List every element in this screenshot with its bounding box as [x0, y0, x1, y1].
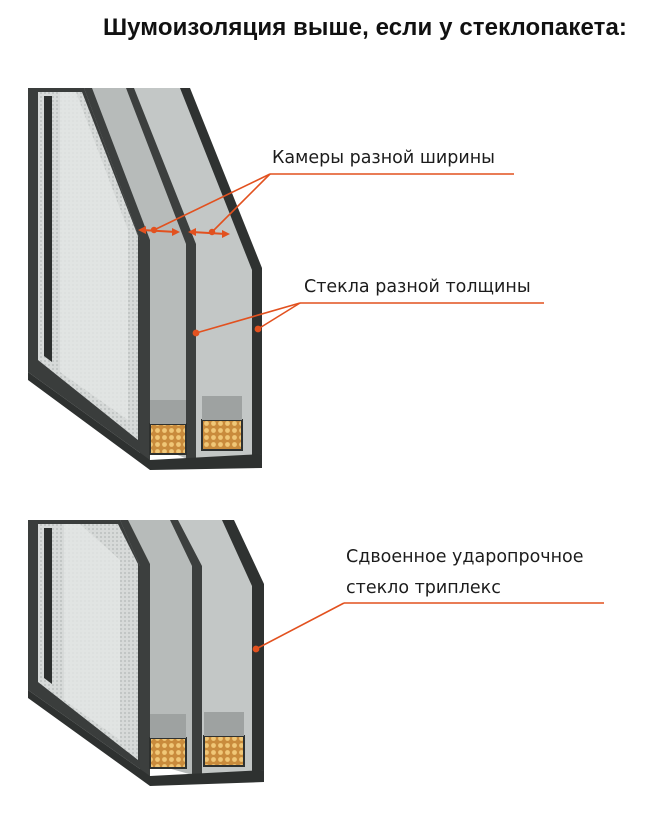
chamber-arrowhead-1b [172, 228, 180, 236]
bottom-frame-bottom [28, 690, 264, 786]
chamber-arrowhead-1a [138, 226, 146, 234]
top-frame-inner [44, 96, 52, 362]
top-window-section-icon [28, 88, 262, 470]
bottom-window-section-icon [28, 520, 264, 786]
top-pane-edge-1 [84, 88, 150, 460]
page-title: Шумоизоляция выше, если у стеклопакета: [102, 14, 627, 41]
callout-glass-pointer-2 [257, 302, 301, 330]
callout-chambers-pointer-1 [153, 173, 271, 231]
bottom-pane-edge-1 [120, 520, 150, 776]
callout-glass-leader [192, 302, 544, 337]
bottom-spacer-1 [149, 737, 187, 769]
top-pane-edge-3 [180, 88, 262, 456]
callout-triplex-dot [252, 645, 260, 653]
bottom-spacer-cap-1 [150, 714, 186, 738]
bottom-pane-edge-2 [170, 520, 202, 776]
top-spacer-cap-1 [150, 400, 186, 424]
top-glass-reflection [60, 92, 128, 420]
callout-chambers-pointer-2 [211, 173, 271, 233]
top-pane-edge-2 [126, 88, 196, 460]
bottom-spacer-cap-2 [204, 712, 244, 736]
chamber-arrow-1 [141, 229, 177, 233]
label-triplex-line1: Сдвоенное ударопрочное [346, 547, 584, 567]
label-glass-thickness: Стекла разной толщины [304, 277, 531, 297]
label-triplex-line2: стекло триплекс [346, 578, 501, 598]
callout-glass-dot-2 [254, 325, 262, 333]
bottom-spacer-2 [203, 735, 245, 767]
bottom-glass-middle [120, 520, 196, 776]
callout-glass-pointer-1 [195, 302, 301, 334]
callout-glass-dot-1 [192, 329, 200, 337]
top-spacer-cap-2 [202, 396, 242, 420]
label-chambers: Камеры разной ширины [272, 148, 495, 168]
top-spacer-1 [149, 423, 187, 455]
chamber-arrowhead-2a [188, 228, 196, 236]
top-spacer-2 [201, 419, 243, 451]
callout-chambers-leader [150, 173, 514, 236]
bottom-frame-inner [44, 528, 52, 684]
callout-chambers-dot-1 [150, 226, 158, 234]
callout-triplex-leader [252, 602, 604, 653]
bottom-glass-reflection [64, 524, 120, 740]
callout-chambers-dot-2 [208, 228, 216, 236]
callout-triplex-pointer [255, 602, 345, 650]
bottom-pane-edge-3 [222, 520, 264, 772]
top-frame-bottom [28, 372, 262, 470]
chamber-arrowhead-2b [222, 230, 230, 238]
